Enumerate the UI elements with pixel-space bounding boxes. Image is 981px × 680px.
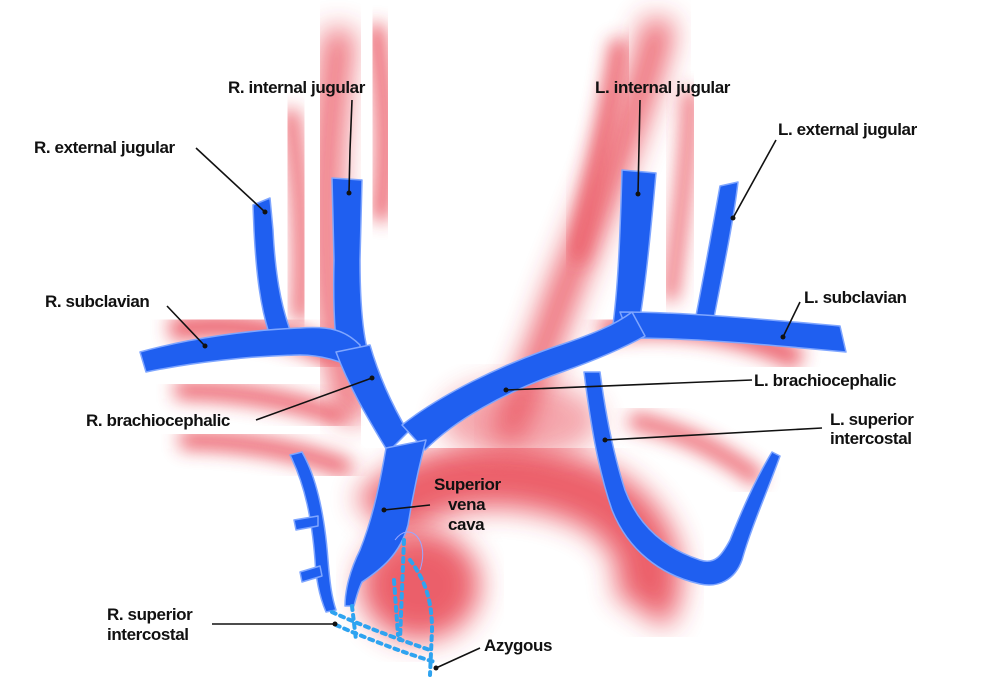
leader-dot-azygous	[433, 665, 439, 671]
artery-right-vertebral	[282, 108, 310, 321]
vein-r-superior-intercostal-branch2	[299, 565, 323, 583]
label-svc-line2: vena	[448, 495, 486, 514]
label-r-brachiocephalic: R. brachiocephalic	[86, 411, 230, 430]
leader-dot-l-subclavian	[780, 334, 786, 340]
leader-dot-r-brachiocephalic	[369, 375, 375, 381]
aortic-arch	[355, 443, 682, 628]
label-r-subclavian: R. subclavian	[45, 292, 149, 311]
label-l-internal-jugular: L. internal jugular	[595, 78, 731, 97]
vein-l-brachiocephalic	[401, 311, 646, 451]
label-r-superior-intercostal-line2: intercostal	[107, 625, 189, 644]
label-r-superior-intercostal-line1: R. superior	[107, 605, 193, 624]
label-l-superior-intercostal-line2: intercostal	[830, 429, 912, 448]
label-l-subclavian: L. subclavian	[804, 288, 907, 307]
label-azygous: Azygous	[484, 636, 552, 655]
label-r-internal-jugular: R. internal jugular	[228, 78, 366, 97]
faint-arch-sketch	[394, 531, 424, 571]
artery-left-lower-branch	[628, 412, 765, 487]
leader-l-superior-intercostal	[604, 427, 823, 441]
dotted-azygous-descend	[408, 558, 435, 677]
artery-right-thyrocervical	[366, 23, 395, 222]
label-r-external-jugular: R. external jugular	[34, 138, 176, 157]
vein-r-superior-intercostal-branch1	[293, 515, 319, 531]
artery-right-carotid	[311, 28, 369, 424]
leader-dot-r-internal-jugular	[346, 190, 352, 196]
leader-l-internal-jugular	[637, 99, 641, 195]
leader-dot-r-external-jugular	[262, 209, 268, 215]
leader-dot-r-subclavian	[202, 343, 208, 349]
artery-left-vertebral	[566, 38, 629, 263]
artery-left-branch	[663, 89, 697, 301]
leader-l-brachiocephalic	[505, 379, 753, 391]
leader-l-subclavian	[782, 301, 801, 338]
vein-r-superior-intercostal	[289, 451, 337, 613]
dotted-svc-right	[398, 538, 406, 642]
leader-l-external-jugular	[732, 139, 777, 219]
leader-dot-l-external-jugular	[730, 215, 736, 221]
labels: R. internal jugular L. internal jugular …	[34, 78, 918, 655]
leader-dot-r-superior-intercostal	[332, 621, 338, 627]
leader-svc	[383, 504, 431, 511]
label-l-superior-intercostal-line1: L. superior	[830, 410, 914, 429]
dotted-vessels	[330, 538, 437, 677]
dotted-r-intercostal-arch	[330, 610, 432, 652]
leader-dot-svc	[381, 507, 387, 513]
leader-lines	[166, 99, 823, 671]
label-svc-line1: Superior	[434, 475, 501, 494]
label-svc-line3: cava	[448, 515, 485, 534]
leader-azygous	[435, 647, 481, 669]
vein-r-brachiocephalic	[335, 344, 409, 453]
vein-l-external-jugular	[693, 181, 739, 329]
leader-r-internal-jugular	[348, 99, 353, 194]
leader-r-brachiocephalic	[255, 377, 373, 421]
vein-l-superior-intercostal	[583, 371, 781, 586]
dotted-svc-mid	[392, 578, 400, 637]
leader-r-external-jugular	[195, 147, 266, 213]
artery-right-lower-branch	[174, 381, 349, 429]
venous-system	[139, 169, 847, 613]
leader-dot-l-brachiocephalic	[503, 387, 509, 393]
artery-right-intercostal	[179, 431, 354, 479]
dotted-azygous-lower	[334, 623, 437, 664]
label-l-brachiocephalic: L. brachiocephalic	[754, 371, 896, 390]
leader-r-subclavian	[166, 305, 206, 347]
leader-dot-l-internal-jugular	[635, 191, 641, 197]
label-l-external-jugular: L. external jugular	[778, 120, 918, 139]
leader-dot-l-superior-intercostal	[602, 437, 608, 443]
